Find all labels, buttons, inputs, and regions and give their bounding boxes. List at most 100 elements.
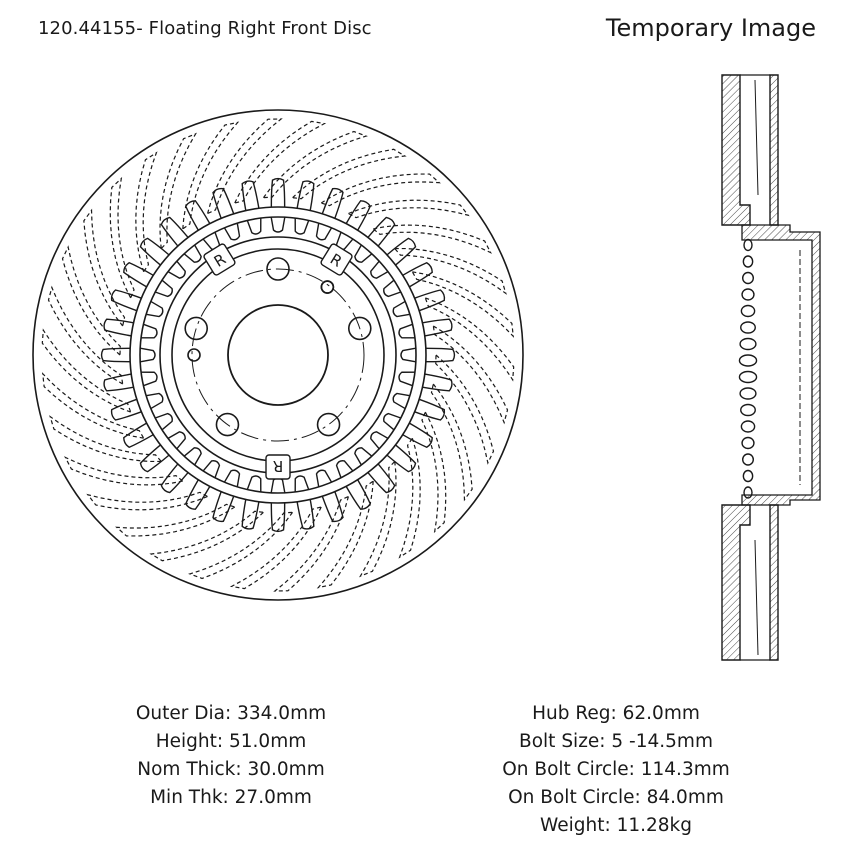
tooth: [367, 216, 396, 247]
tooth: [123, 261, 154, 288]
vane: [229, 506, 323, 590]
inner-face-wall: [769, 74, 779, 226]
vane: [371, 224, 492, 254]
inner-tooth: [167, 431, 186, 450]
vane: [233, 120, 327, 204]
pin: [740, 420, 756, 433]
tooth: [123, 422, 154, 449]
pin: [743, 238, 753, 252]
tooth: [402, 261, 433, 288]
temporary-image-label: Temporary Image: [605, 14, 816, 42]
tooth: [110, 289, 142, 312]
inner-tooth: [140, 347, 156, 363]
tooth: [386, 237, 417, 266]
tooth: [414, 289, 446, 312]
tooth: [422, 318, 453, 337]
floating-pins: [738, 238, 758, 499]
part-title: 120.44155- Floating Right Front Disc: [38, 18, 372, 39]
vane: [61, 245, 121, 357]
pin: [740, 304, 756, 318]
inner-tooth: [167, 260, 186, 279]
inner-tooth: [383, 279, 402, 298]
vane: [41, 328, 132, 414]
vane: [273, 495, 350, 592]
tooth: [270, 502, 286, 533]
vane: [49, 415, 163, 463]
vane: [182, 121, 240, 231]
inner-tooth: [315, 469, 333, 487]
inner-tooth: [398, 371, 415, 387]
tooth: [184, 479, 211, 510]
small-hole: [187, 348, 201, 362]
vane: [319, 173, 441, 207]
inner-tooth: [202, 460, 221, 479]
vane: [135, 151, 158, 274]
pin: [742, 271, 755, 285]
tooth: [139, 237, 170, 266]
inner-tooth: [294, 475, 310, 492]
vane: [424, 296, 515, 382]
vane: [206, 118, 283, 215]
vane: [115, 503, 237, 537]
pin: [741, 288, 755, 301]
inner-tooth: [354, 447, 373, 466]
vane: [346, 199, 470, 219]
vane: [149, 510, 265, 562]
spec-outer-dia: Outer Dia: 334.0mm: [135, 703, 327, 724]
inner-tooth: [246, 475, 262, 492]
tooth: [402, 422, 433, 449]
bolt-hole: [184, 316, 209, 341]
r-mark: R: [203, 243, 236, 276]
inner-tooth: [146, 300, 164, 318]
pin: [738, 354, 758, 367]
outer-face-wall: [721, 74, 751, 226]
tooth: [241, 499, 260, 530]
vane: [421, 410, 447, 534]
inner-tooth: [400, 347, 416, 363]
rotor-section-view: [721, 74, 821, 661]
small-hole: [320, 280, 335, 294]
outer-edge: [32, 109, 524, 601]
pin: [743, 486, 753, 499]
inner-tooth: [141, 323, 158, 339]
pin: [742, 469, 754, 483]
tooth: [414, 398, 446, 421]
pin: [739, 387, 757, 400]
inner-tooth: [154, 279, 173, 298]
tooth: [103, 318, 134, 337]
vane: [86, 491, 210, 511]
vane: [393, 247, 507, 295]
inner-tooth: [370, 260, 389, 279]
pin: [739, 337, 757, 351]
tooth: [296, 180, 315, 211]
inner-tooth: [335, 460, 354, 479]
pin: [742, 453, 755, 466]
inner-tooth: [141, 371, 158, 387]
spec-bolt-size: Bolt Size: 5 -14.5mm: [519, 731, 713, 752]
outer-face-wall-lower: [721, 504, 751, 661]
tooth: [345, 479, 372, 510]
bolt-hole: [316, 412, 341, 437]
inner-tooth: [315, 223, 333, 241]
spec-height: Height: 51.0mm: [155, 731, 307, 752]
vane: [435, 353, 495, 465]
bolt-hole: [215, 412, 240, 437]
spec-bolt-circle-2: On Bolt Circle: 84.0mm: [508, 787, 724, 808]
tooth: [100, 347, 131, 363]
vane: [159, 132, 197, 250]
vane: [432, 324, 509, 425]
tooth: [345, 200, 372, 231]
tooth: [212, 187, 235, 219]
vane: [47, 285, 124, 386]
pin: [741, 436, 755, 450]
bolt-circle-line: [191, 268, 365, 442]
bolt-hole: [266, 257, 290, 281]
inner-tooth: [183, 447, 202, 466]
tooth: [241, 180, 260, 211]
inner-tooth: [294, 218, 310, 235]
tooth: [321, 491, 344, 523]
tooth: [425, 347, 456, 363]
inner-tooth: [270, 477, 286, 493]
